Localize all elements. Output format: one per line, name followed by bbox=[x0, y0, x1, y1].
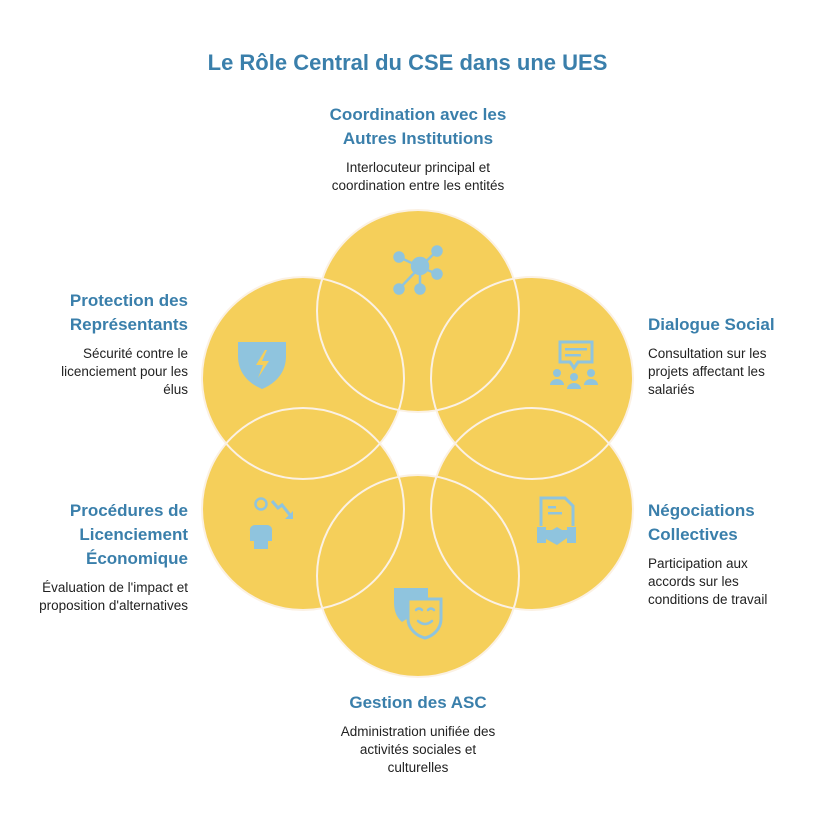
item-description: Sécurité contre le licenciement pour les… bbox=[61, 346, 188, 397]
theater-masks-icon bbox=[394, 588, 443, 640]
item-negociations: Négociations Collectives Participation a… bbox=[648, 499, 798, 609]
item-licenciement: Procédures de Licenciement Économique Év… bbox=[18, 499, 188, 615]
item-heading: Protection des Représentants bbox=[69, 291, 188, 334]
item-heading: Dialogue Social bbox=[648, 315, 775, 334]
item-coordination: Coordination avec les Autres Institution… bbox=[287, 103, 549, 195]
diagram-title: Le Rôle Central du CSE dans une UES bbox=[207, 50, 608, 75]
item-description: Interlocuteur principal et coordination … bbox=[331, 160, 505, 193]
shield-lightning-icon bbox=[238, 342, 286, 389]
item-description: Participation aux accords sur les condit… bbox=[648, 556, 768, 607]
item-heading: Procédures de Licenciement Économique bbox=[69, 501, 188, 568]
petal-protection bbox=[202, 277, 404, 479]
item-protection: Protection des Représentants Sécurité co… bbox=[28, 289, 188, 399]
item-dialogue-social: Dialogue Social Consultation sur les pro… bbox=[648, 313, 798, 399]
item-gestion-asc: Gestion des ASC Administration unifiée d… bbox=[318, 691, 518, 777]
item-description: Consultation sur les projets affectant l… bbox=[648, 346, 767, 397]
group-discussion-icon bbox=[550, 340, 598, 389]
item-heading: Négociations Collectives bbox=[648, 501, 755, 544]
item-heading: Gestion des ASC bbox=[349, 693, 487, 712]
item-description: Évaluation de l'impact et proposition d'… bbox=[39, 580, 188, 613]
item-description: Administration unifiée des activités soc… bbox=[340, 724, 496, 775]
network-hub-icon bbox=[393, 245, 443, 295]
employee-decline-icon bbox=[249, 497, 293, 549]
handshake-agreement-icon bbox=[537, 496, 576, 545]
item-heading: Coordination avec les Autres Institution… bbox=[329, 105, 507, 148]
